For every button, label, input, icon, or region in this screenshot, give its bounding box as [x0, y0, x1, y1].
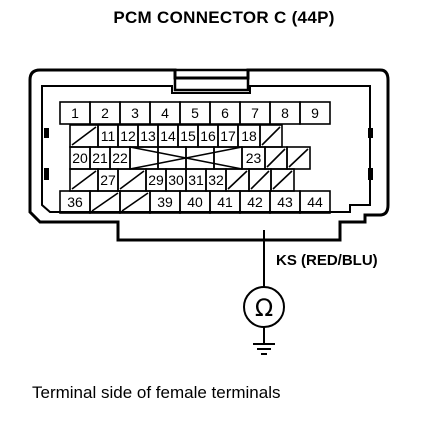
terminal-grid: [59, 101, 331, 214]
terminal-number: 2: [101, 105, 109, 121]
terminal-number: 4: [161, 105, 169, 121]
terminal-number: 43: [277, 194, 293, 210]
terminal-number: 5: [191, 105, 199, 121]
terminal-number: 6: [221, 105, 229, 121]
left-clip: [44, 128, 49, 138]
left-clip-lower: [44, 168, 49, 180]
unused-terminal-hatch: [121, 192, 149, 212]
terminal-number: 40: [187, 194, 203, 210]
terminal-number: 23: [246, 150, 262, 166]
terminal-number: 16: [200, 128, 216, 144]
terminal-number: 31: [188, 172, 204, 188]
terminal-number: 12: [120, 128, 136, 144]
right-clip: [368, 128, 373, 138]
terminal-number: 1: [71, 105, 79, 121]
terminal-number: 44: [307, 194, 323, 210]
terminal-cell: [185, 146, 215, 170]
terminal-number: 3: [131, 105, 139, 121]
terminal-number: 21: [92, 150, 108, 166]
terminal-number: 27: [100, 172, 116, 188]
terminal-number: 29: [148, 172, 164, 188]
unused-terminal-hatch: [288, 148, 309, 168]
terminal-number: 17: [220, 128, 236, 144]
terminal-number: 9: [311, 105, 319, 121]
unused-terminal-hatch: [71, 170, 97, 190]
terminal-number: 15: [180, 128, 196, 144]
unused-terminal-hatch: [272, 170, 293, 190]
terminal-cell: [286, 146, 311, 170]
terminal-cell: [299, 190, 331, 214]
terminal-number: 39: [157, 194, 173, 210]
unused-terminal-hatch: [250, 170, 270, 190]
terminal-cell: [299, 101, 331, 125]
terminal-side-caption: Terminal side of female terminals: [32, 383, 281, 402]
right-clip-lower: [368, 168, 373, 180]
terminal-number: 18: [241, 128, 257, 144]
wire-label: KS (RED/BLU): [276, 252, 378, 269]
connector-housing: [28, 68, 390, 242]
terminal-number: 20: [72, 150, 88, 166]
inner-housing: [41, 85, 371, 213]
blocked-area-cross: [129, 146, 243, 170]
connector-title: PCM CONNECTOR C (44P): [113, 8, 335, 27]
terminal-number: 13: [140, 128, 156, 144]
terminal-number: 8: [281, 105, 289, 121]
terminal-number: 30: [168, 172, 184, 188]
unused-terminal-hatch: [91, 192, 119, 212]
terminal-cell: [157, 146, 187, 170]
terminal-number: 11: [101, 128, 116, 144]
terminal-number: 41: [217, 194, 233, 210]
terminal-number: 22: [112, 150, 128, 166]
unused-terminal-hatch: [227, 170, 248, 190]
unused-terminal-hatch: [119, 170, 145, 190]
terminal-number: 32: [208, 172, 224, 188]
terminal-number: 14: [160, 128, 176, 144]
terminal-number: 7: [251, 105, 259, 121]
unused-terminal-hatch: [71, 126, 97, 146]
ohmmeter-symbol: Ω: [255, 294, 273, 322]
terminal-number: 36: [67, 194, 83, 210]
lock-tab: [173, 68, 250, 92]
unused-terminal-hatch: [266, 148, 286, 168]
terminal-number: 42: [247, 194, 263, 210]
unused-terminal-hatch: [261, 126, 281, 146]
